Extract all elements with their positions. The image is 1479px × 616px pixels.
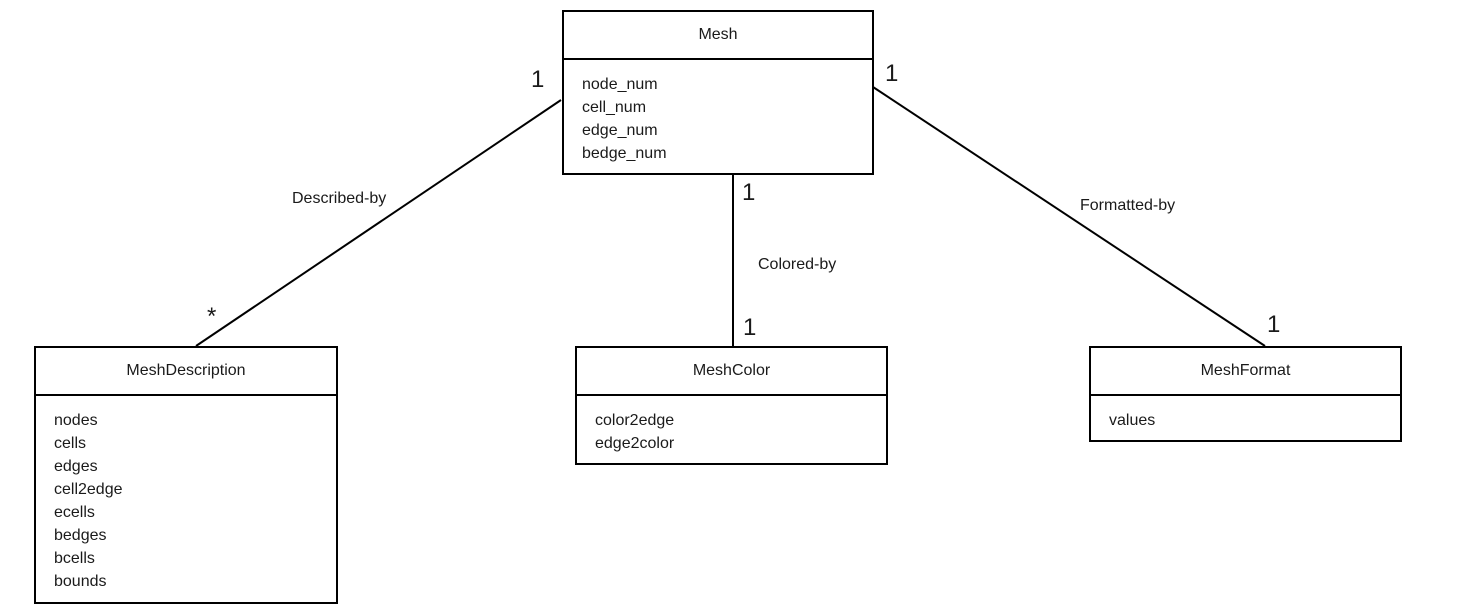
class-mesh[interactable]: Mesh node_num cell_num edge_num bedge_nu… — [562, 10, 874, 175]
formatted-by-label: Formatted-by — [1080, 197, 1176, 214]
attribute: color2edge — [595, 412, 675, 429]
class-name: MeshDescription — [36, 348, 336, 396]
attribute: bcells — [54, 550, 95, 567]
described-by-source-multiplicity: 1 — [531, 66, 545, 93]
attribute: ecells — [54, 504, 95, 521]
colored-by-target-multiplicity: 1 — [743, 314, 757, 341]
attribute: node_num — [582, 76, 658, 93]
formatted-by-line — [872, 86, 1266, 347]
colored-by-label: Colored-by — [758, 256, 837, 273]
attribute-list: values — [1091, 396, 1400, 432]
described-by-line — [195, 99, 562, 347]
attribute: cell2edge — [54, 481, 123, 498]
attribute: edges — [54, 458, 98, 475]
attribute: nodes — [54, 412, 98, 429]
attribute: values — [1109, 412, 1156, 429]
described-by-target-multiplicity: * — [207, 303, 217, 330]
attribute: edge2color — [595, 435, 675, 452]
attribute: cell_num — [582, 99, 647, 116]
formatted-by-source-multiplicity: 1 — [885, 60, 899, 87]
formatted-by-target-multiplicity: 1 — [1267, 311, 1281, 338]
attribute: cells — [54, 435, 87, 452]
class-mesh-color[interactable]: MeshColor color2edge edge2color — [575, 346, 888, 465]
class-mesh-format[interactable]: MeshFormat values — [1089, 346, 1402, 442]
attribute: edge_num — [582, 122, 658, 139]
class-name: MeshFormat — [1091, 348, 1400, 396]
attribute: bounds — [54, 573, 107, 590]
attribute-list: node_num cell_num edge_num bedge_num — [564, 60, 872, 165]
described-by-label: Described-by — [292, 190, 387, 207]
attribute: bedges — [54, 527, 107, 544]
colored-by-source-multiplicity: 1 — [742, 179, 756, 206]
class-mesh-description[interactable]: MeshDescription nodes cells edges cell2e… — [34, 346, 338, 604]
class-name: Mesh — [564, 12, 872, 60]
class-name: MeshColor — [577, 348, 886, 396]
attribute-list: color2edge edge2color — [577, 396, 886, 455]
attribute-list: nodes cells edges cell2edge ecells bedge… — [36, 396, 336, 593]
attribute: bedge_num — [582, 145, 667, 162]
